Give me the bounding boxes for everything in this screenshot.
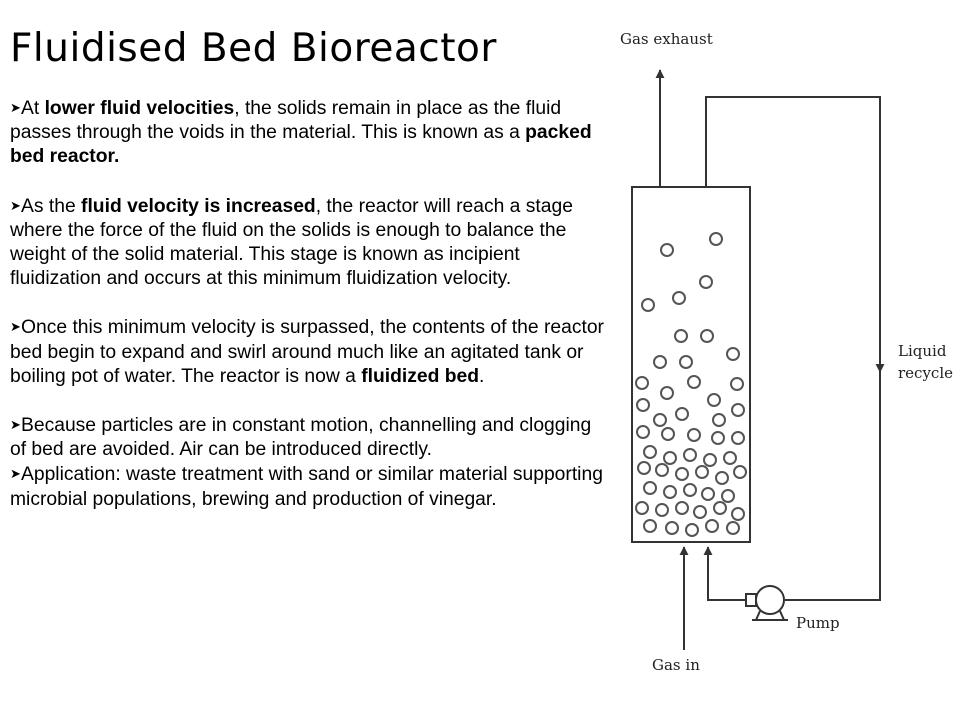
gas-exhaust-label: Gas exhaust [620, 30, 713, 48]
particle [713, 501, 727, 515]
particle [707, 393, 721, 407]
particle [715, 471, 729, 485]
bold-text: packed bed reactor. [10, 122, 592, 168]
particle [711, 431, 725, 445]
bullet-text: At lower fluid velocities, the solids re… [10, 98, 592, 167]
particle [726, 347, 740, 361]
particle [674, 329, 688, 343]
particle [685, 523, 699, 537]
bullet-text: Application: waste treatment with sand o… [10, 464, 603, 509]
recycle-label: recycle [898, 364, 953, 382]
pump-icon [755, 585, 785, 615]
particle [679, 355, 693, 369]
bullet-text: Because particles are in constant motion… [10, 415, 591, 460]
liquid-inlet-arrow [703, 546, 746, 601]
bullet-item: ➤At lower fluid velocities, the solids r… [10, 96, 610, 170]
bullet-item: ➤Application: waste treatment with sand … [10, 462, 610, 511]
arrowhead-bullet-icon: ➤ [10, 319, 21, 335]
bullet-text: As the fluid velocity is increased, the … [10, 196, 573, 290]
particle [687, 428, 701, 442]
particle [641, 298, 655, 312]
particle [653, 355, 667, 369]
bullet-item: ➤As the fluid velocity is increased, the… [10, 194, 610, 292]
particle [731, 507, 745, 521]
arrowhead-bullet-icon: ➤ [10, 417, 21, 433]
particle [643, 519, 657, 533]
text-run: Once this minimum velocity is surpassed,… [10, 317, 604, 387]
particle [701, 487, 715, 501]
bullet-item: ➤Once this minimum velocity is surpassed… [10, 315, 610, 389]
bullet-list: ➤At lower fluid velocities, the solids r… [10, 96, 610, 512]
particle-bed [635, 232, 747, 537]
particle [683, 448, 697, 462]
particle [675, 407, 689, 421]
particle [703, 453, 717, 467]
text-run: . [479, 365, 485, 387]
text-run: As the [21, 195, 82, 217]
gas-in-label: Gas in [652, 656, 700, 674]
particle [712, 413, 726, 427]
particle [699, 275, 713, 289]
particle [643, 445, 657, 459]
text-run: , the reactor will reach a stage where t… [10, 195, 573, 290]
particle [731, 431, 745, 445]
arrowhead-bullet-icon: ➤ [10, 197, 21, 213]
pump-leg [755, 610, 761, 621]
bold-text: lower fluid velocities [44, 98, 235, 119]
particle [721, 489, 735, 503]
arrowhead-bullet-icon: ➤ [10, 100, 21, 115]
particle [660, 386, 674, 400]
particle [672, 291, 686, 305]
particle [655, 503, 669, 517]
particle [693, 505, 707, 519]
particle [635, 376, 649, 390]
particle [635, 501, 649, 515]
bold-text: fluid velocity is increased [81, 195, 316, 217]
bullet-item: ➤Because particles are in constant motio… [10, 413, 610, 462]
particle [709, 232, 723, 246]
particle [675, 501, 689, 515]
particle [643, 481, 657, 495]
slide-title: Fluidised Bed Bioreactor [10, 26, 497, 71]
text-run: , the solids remain in place as the flui… [10, 98, 562, 144]
liquid-label: Liquid [898, 342, 947, 360]
particle [687, 375, 701, 389]
particle [663, 451, 677, 465]
particle [675, 467, 689, 481]
pump-outlet [745, 593, 757, 607]
particle [705, 519, 719, 533]
particle [660, 243, 674, 257]
text-run: Because particles are in constant motion… [10, 415, 592, 461]
recycle-line [705, 96, 881, 601]
text-run: Application: waste treatment with sand o… [10, 464, 603, 510]
particle [636, 398, 650, 412]
pump-leg [779, 610, 785, 621]
particle [726, 521, 740, 535]
pump-label: Pump [796, 614, 840, 632]
bullet-text: Once this minimum velocity is surpassed,… [10, 317, 604, 386]
particle [661, 427, 675, 441]
particle [731, 403, 745, 417]
particle [683, 483, 697, 497]
particle [637, 461, 651, 475]
arrowhead-bullet-icon: ➤ [10, 466, 21, 482]
particle [655, 463, 669, 477]
particle [663, 485, 677, 499]
particle [695, 465, 709, 479]
particle [730, 377, 744, 391]
particle [733, 465, 747, 479]
text-run: At [21, 98, 45, 119]
particle [665, 521, 679, 535]
reactor-column [631, 186, 751, 543]
particle [700, 329, 714, 343]
fluidised-bed-diagram: Gas exhaust Liquid recycle Pump Gas in [620, 30, 953, 674]
bold-text: fluidized bed [361, 365, 480, 387]
particle [653, 413, 667, 427]
particle [636, 425, 650, 439]
particle [723, 451, 737, 465]
